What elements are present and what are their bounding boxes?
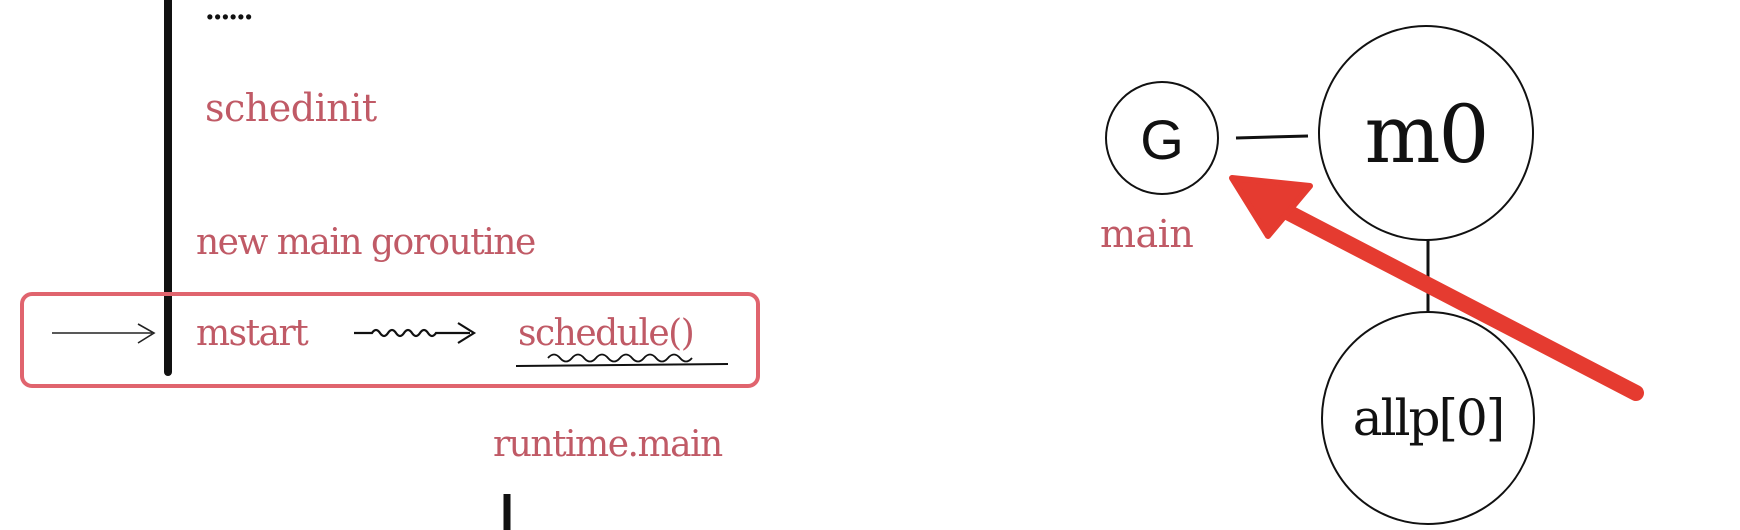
red-arrow-head (1229, 175, 1313, 239)
schedule-label: schedule() (518, 313, 695, 354)
runtime-main-label: runtime.main (493, 424, 723, 465)
new-main-goroutine-label: new main goroutine (196, 222, 536, 263)
schedule-underline (515, 363, 729, 367)
schedule-wavy-underline (547, 353, 693, 363)
wavy-arrow-head (457, 322, 477, 344)
node-m0-text: m0 (1364, 88, 1490, 181)
highlight-box (20, 292, 760, 388)
wavy-arrow (354, 328, 470, 338)
schedinit-label: schedinit (205, 86, 377, 130)
pointer-arrow-head (137, 323, 156, 344)
node-g-text: G (1140, 108, 1184, 171)
ellipsis-label: ...... (205, 0, 253, 26)
node-g-circle (1105, 81, 1219, 195)
mstart-label: mstart (196, 313, 309, 354)
node-m0-circle (1318, 25, 1534, 241)
node-allp-circle (1321, 311, 1535, 525)
edge-g-m0 (1235, 134, 1309, 140)
node-g-main-label: main (1100, 212, 1194, 256)
node-allp-text: allp[0] (1352, 389, 1506, 447)
red-arrow-shaft (1264, 196, 1644, 401)
